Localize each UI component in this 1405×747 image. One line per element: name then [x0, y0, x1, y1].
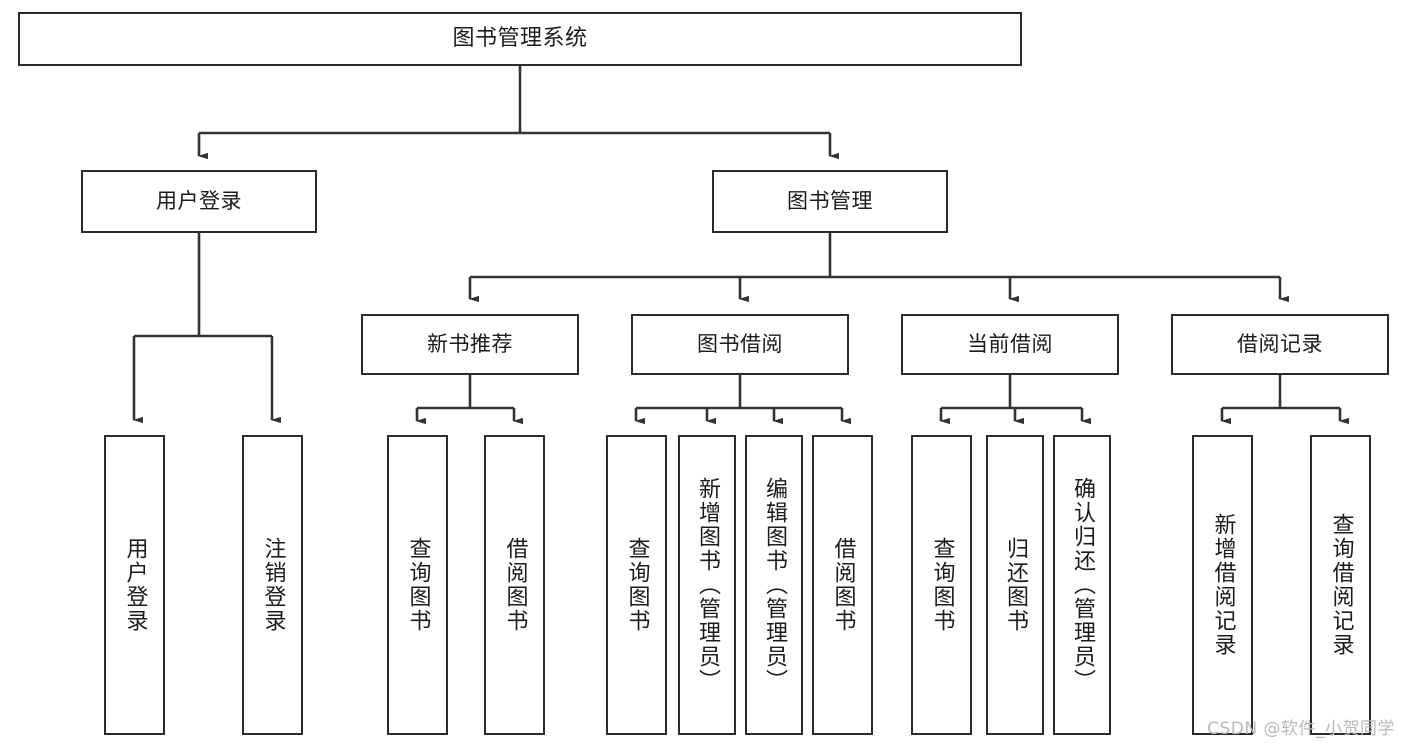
- node-label: 查询图书: [405, 537, 431, 633]
- edge-root-to-level2: [197, 66, 840, 160]
- node-user-login[interactable]: 用户登录: [81, 170, 317, 233]
- node-label: 新增图书（管理员）: [695, 477, 720, 693]
- node-label: 编辑图书（管理员）: [762, 477, 787, 693]
- edge-book-borrow-to-leaves: [634, 375, 852, 425]
- node-current-borrow[interactable]: 当前借阅: [901, 314, 1119, 375]
- leaf-confirm-return-admin[interactable]: 确认归还（管理员）: [1053, 435, 1111, 735]
- leaf-user-login[interactable]: 用户登录: [104, 435, 165, 735]
- csdn-watermark: CSDN @软件_小贺同学: [1207, 719, 1395, 739]
- leaf-borrow-book-recommend[interactable]: 借阅图书: [484, 435, 545, 735]
- node-label: 新书推荐: [427, 331, 513, 356]
- node-label: 新增借阅记录: [1210, 513, 1236, 657]
- leaf-borrow-book[interactable]: 借阅图书: [812, 435, 873, 735]
- leaf-add-book-admin[interactable]: 新增图书（管理员）: [678, 435, 736, 735]
- node-label: 用户登录: [156, 188, 242, 213]
- node-root-system[interactable]: 图书管理系统: [18, 12, 1022, 66]
- leaf-query-borrow-record[interactable]: 查询借阅记录: [1310, 435, 1371, 735]
- edge-book-mgmt-to-level3: [468, 233, 1290, 303]
- node-label: 用户登录: [122, 537, 148, 633]
- node-label: 借阅图书: [502, 537, 528, 633]
- edge-current-borrow-to-leaves: [939, 375, 1092, 425]
- edge-new-book-to-leaves: [415, 375, 524, 425]
- edge-borrow-record-to-leaves: [1220, 375, 1350, 425]
- node-book-management[interactable]: 图书管理: [712, 170, 948, 233]
- leaf-query-book-current[interactable]: 查询图书: [911, 435, 972, 735]
- node-label: 归还图书: [1003, 537, 1028, 633]
- node-label: 图书管理系统: [452, 25, 588, 51]
- node-label: 借阅图书: [830, 537, 856, 633]
- leaf-edit-book-admin[interactable]: 编辑图书（管理员）: [745, 435, 803, 735]
- node-label: 图书借阅: [697, 331, 783, 356]
- node-book-borrow[interactable]: 图书借阅: [631, 314, 849, 375]
- node-label: 借阅记录: [1237, 331, 1323, 356]
- node-label: 查询图书: [929, 537, 955, 633]
- leaf-logout[interactable]: 注销登录: [242, 435, 303, 735]
- node-label: 注销登录: [260, 537, 286, 633]
- node-label: 图书管理: [787, 188, 873, 213]
- node-label: 确认归还（管理员）: [1070, 477, 1095, 693]
- node-new-book-recommend[interactable]: 新书推荐: [361, 314, 579, 375]
- node-label: 查询借阅记录: [1328, 513, 1354, 657]
- edge-user-login-to-leaves: [132, 233, 282, 424]
- leaf-add-borrow-record[interactable]: 新增借阅记录: [1192, 435, 1253, 735]
- leaf-query-book-borrow[interactable]: 查询图书: [606, 435, 667, 735]
- node-borrow-record[interactable]: 借阅记录: [1171, 314, 1389, 375]
- node-label: 查询图书: [624, 537, 650, 633]
- leaf-query-book-recommend[interactable]: 查询图书: [387, 435, 448, 735]
- leaf-return-book[interactable]: 归还图书: [986, 435, 1044, 735]
- node-label: 当前借阅: [967, 331, 1053, 356]
